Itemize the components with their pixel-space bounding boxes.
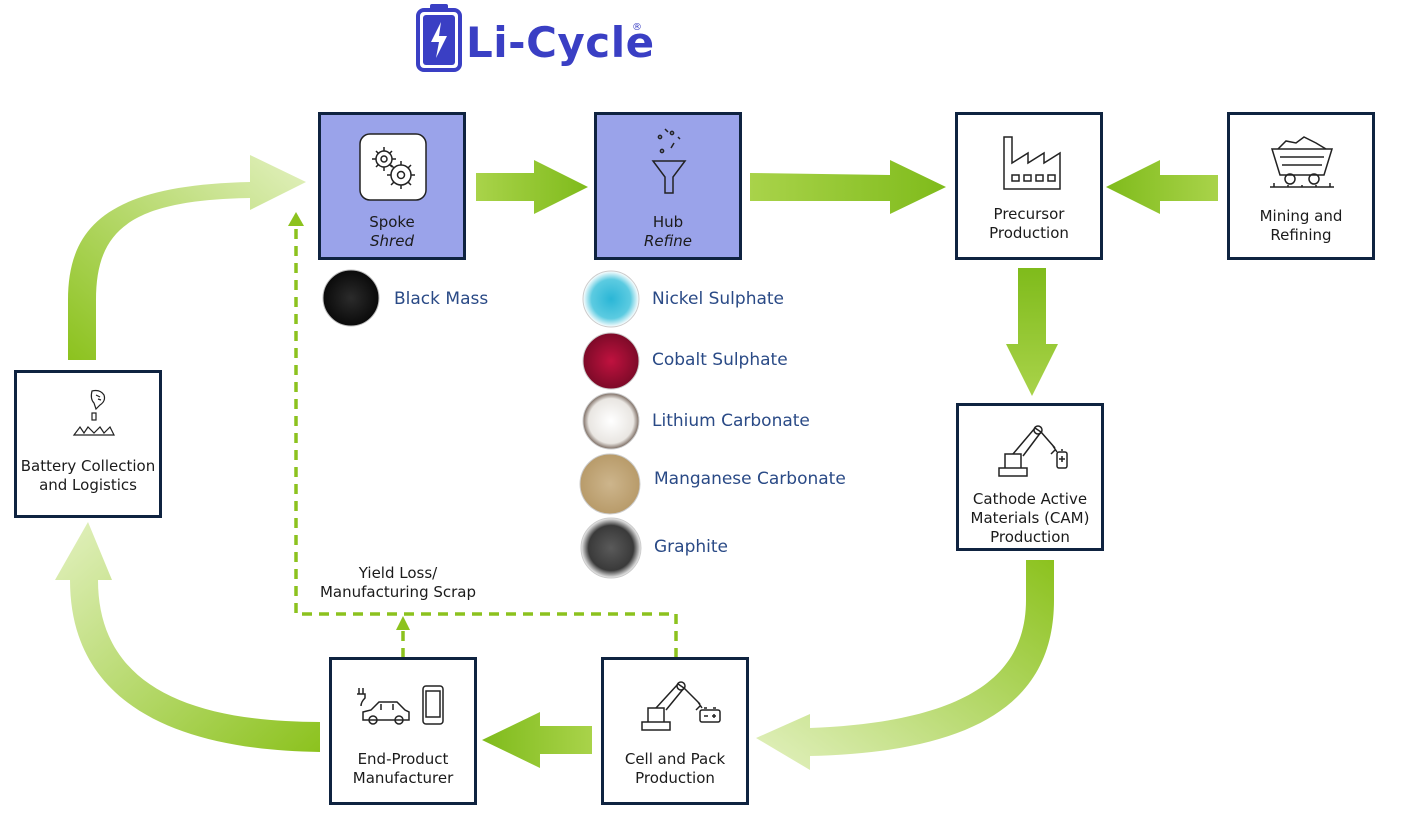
mining-line2: Refining	[1270, 226, 1332, 244]
arrow-precursor-to-cam	[1006, 268, 1058, 396]
cellpack-line1: Cell and Pack	[624, 750, 726, 768]
yield-loss-label: Yield Loss/ Manufacturing Scrap	[300, 564, 496, 602]
cobalt-sulphate-label: Cobalt Sulphate	[652, 350, 788, 370]
cam-line1: Cathode Active	[972, 490, 1088, 508]
scrap-loop-dashed-arrow	[294, 226, 678, 658]
arrow-cellpack-to-endproduct	[482, 712, 592, 768]
node-cam-production: Cathode Active Materials (CAM) Productio…	[956, 403, 1104, 551]
cam-line2: Materials (CAM)	[970, 509, 1090, 527]
lithium-carbonate-swatch	[582, 392, 640, 450]
hub-subtitle: Refine	[643, 232, 693, 250]
cellpack-line2: Production	[635, 769, 715, 787]
cobalt-sulphate-swatch	[582, 332, 640, 390]
ev-car-phone-icon	[357, 685, 444, 725]
nickel-sulphate-label: Nickel Sulphate	[652, 289, 785, 309]
scrap-arrowhead-mid	[396, 616, 410, 630]
mine-cart-icon	[1270, 136, 1334, 188]
robot-arm-pack-icon	[641, 681, 721, 731]
arrow-spoke-to-hub	[476, 160, 588, 214]
spoke-title: Spoke	[369, 213, 415, 231]
spoke-subtitle: Shred	[370, 232, 414, 250]
arrow-endproduct-to-collection	[55, 522, 320, 752]
black-mass-swatch	[322, 269, 380, 327]
funnel-icon	[651, 128, 687, 194]
robot-arm-battery-icon	[998, 425, 1068, 477]
logo-wordmark: Li-Cycle	[466, 18, 655, 67]
collection-line1: Battery Collection	[20, 457, 156, 475]
node-end-product-manufacturer: End-Product Manufacturer	[329, 657, 477, 805]
arrow-cam-to-cellpack	[756, 560, 1054, 770]
hand-dropping-battery-icon	[72, 389, 115, 436]
node-battery-collection: Battery Collection and Logistics	[14, 370, 162, 518]
node-cell-pack-production: Cell and Pack Production	[601, 657, 749, 805]
precursor-line1: Precursor	[993, 205, 1065, 223]
node-hub: Hub Refine	[594, 112, 742, 260]
arrow-mining-to-precursor	[1106, 160, 1218, 214]
manganese-carbonate-swatch	[579, 453, 641, 515]
logo-battery-icon	[416, 4, 462, 72]
hub-title: Hub	[652, 213, 684, 231]
arrow-collection-to-spoke	[68, 155, 306, 360]
mining-line1: Mining and	[1259, 207, 1343, 225]
node-mining-refining: Mining and Refining	[1227, 112, 1375, 260]
cam-line3: Production	[990, 528, 1070, 546]
precursor-line2: Production	[989, 224, 1069, 242]
node-precursor-production: Precursor Production	[955, 112, 1103, 260]
collection-line2: and Logistics	[39, 476, 137, 494]
gears-icon	[359, 133, 427, 201]
factory-icon	[1003, 136, 1061, 190]
arrow-hub-to-precursor	[750, 160, 946, 214]
yield-loss-line2: Manufacturing Scrap	[319, 583, 477, 601]
graphite-swatch	[580, 517, 642, 579]
graphite-label: Graphite	[654, 537, 728, 557]
black-mass-label: Black Mass	[394, 289, 489, 309]
manganese-carbonate-label: Manganese Carbonate	[654, 469, 846, 489]
scrap-arrowhead-top	[288, 212, 304, 226]
nickel-sulphate-swatch	[582, 270, 640, 328]
node-spoke: Spoke Shred	[318, 112, 466, 260]
lithium-carbonate-label: Lithium Carbonate	[652, 411, 810, 431]
logo-registered-mark: ®	[632, 22, 642, 33]
endproduct-line1: End-Product	[357, 750, 449, 768]
yield-loss-line1: Yield Loss/	[358, 564, 438, 582]
endproduct-line2: Manufacturer	[352, 769, 454, 787]
